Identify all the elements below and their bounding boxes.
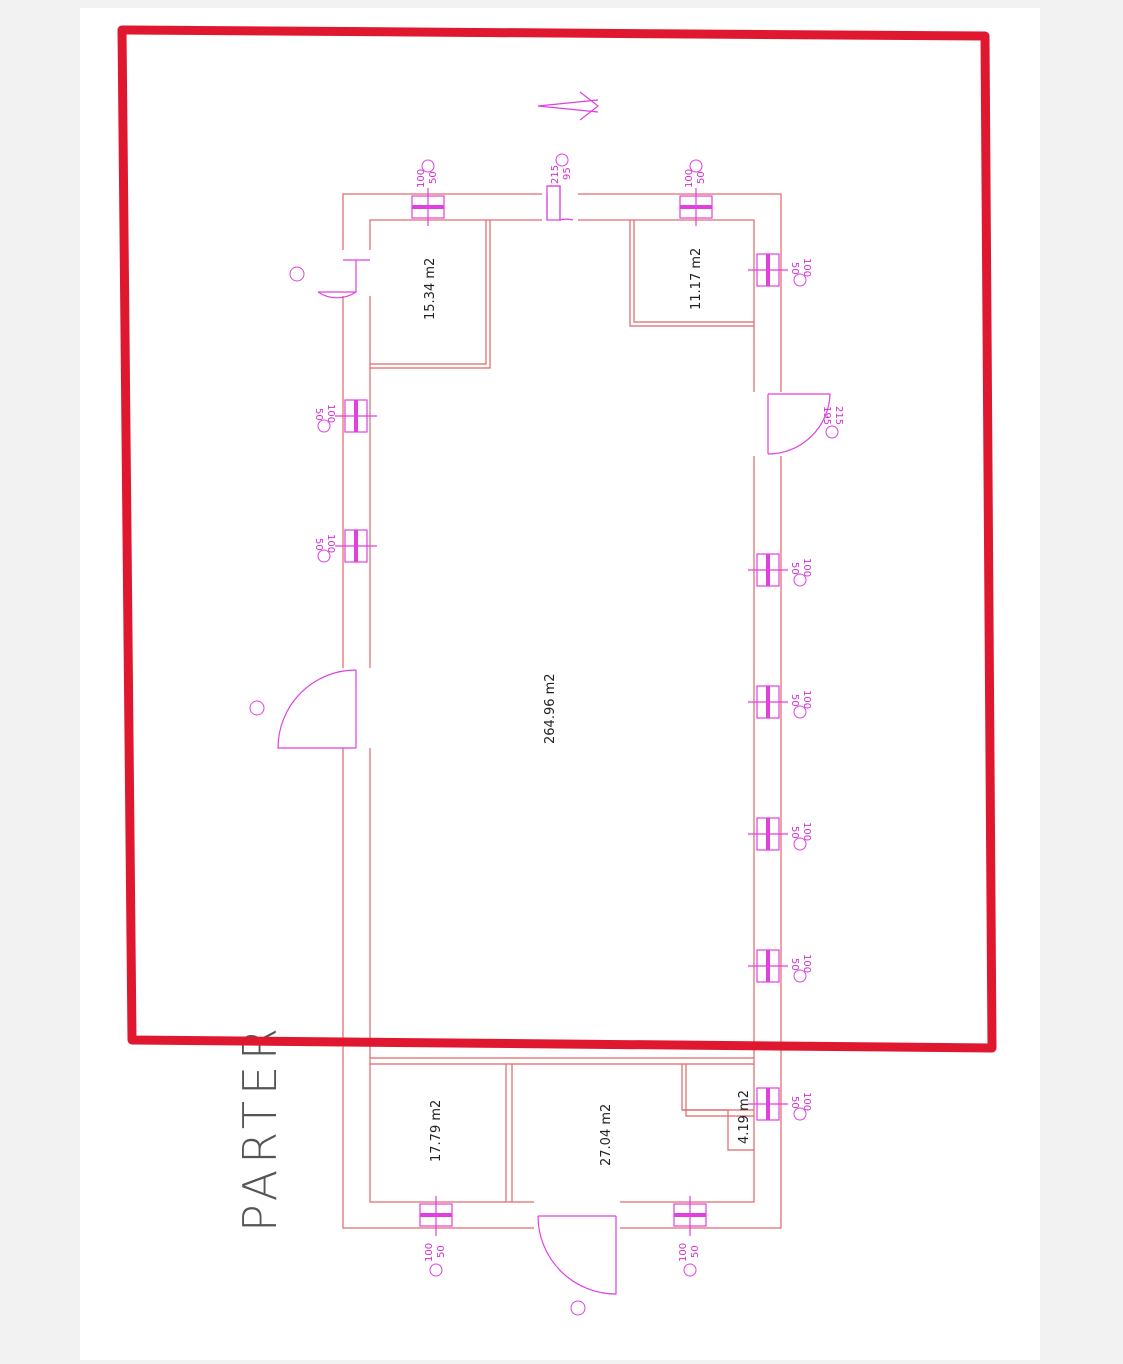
window-dim-h: 50 [696,171,707,184]
room-area-nw: 15.34 m2 [423,258,438,320]
room-area-main: 264.96 m2 [543,673,558,744]
room-area-se: 4.19 m2 [737,1090,752,1144]
window-dim-h: 50 [789,1096,800,1109]
door-dim-w: 215 [833,406,844,425]
window-right-6 [748,1087,788,1121]
window-right-5 [748,949,788,983]
door-top [546,185,574,221]
window-dim-h: 50 [789,262,800,275]
room-area-ne: 11.17 m2 [689,248,704,310]
interior-walls [370,220,754,1202]
window-dim-w: 100 [801,822,812,841]
window-dim-h: 50 [313,408,324,421]
room-area-sw: 17.79 m2 [429,1100,444,1162]
drawing-sheet: 100 50 100 50 215 95 100 50 100 50 100 5… [80,8,1040,1360]
window-dim-w: 100 [801,258,812,277]
door-east [767,393,831,455]
window-bottom-2 [673,1196,707,1236]
window-dim-w: 100 [801,954,812,973]
window-dim-h: 50 [789,958,800,971]
window-right-1 [748,253,788,287]
window-dim-w: 100 [416,169,427,188]
window-dim-h: 50 [789,562,800,575]
window-dim-h: 50 [313,538,324,551]
window-dim-h: 50 [690,1245,701,1258]
window-dim-w: 100 [678,1243,689,1262]
window-tags: 100 50 100 50 215 95 100 50 100 50 100 5… [249,153,844,1316]
window-dim-h: 50 [428,171,439,184]
room-area-sc: 27.04 m2 [599,1104,614,1166]
doors [277,185,831,1295]
door-west [277,669,357,749]
room-labels: 15.34 m2 11.17 m2 264.96 m2 17.79 m2 27.… [423,248,752,1166]
window-dim-w: 100 [325,404,336,423]
window-right-4 [748,817,788,851]
window-dim-h: 50 [789,826,800,839]
window-dim-w: 100 [801,1092,812,1111]
door-dim-h: 95 [562,167,573,180]
wall-openings [341,192,784,1230]
window-dim-w: 100 [424,1243,435,1262]
highlight-frame [117,25,997,1053]
window-right-2 [748,553,788,587]
door-dim-w: 215 [550,165,561,184]
outer-walls [342,193,782,1229]
window-dim-w: 100 [684,169,695,188]
plan-title: PARTER [233,1022,287,1232]
window-bottom-1 [419,1196,453,1236]
floor-plan: 100 50 100 50 215 95 100 50 100 50 100 5… [117,25,997,1316]
window-dim-w: 100 [325,534,336,553]
window-right-3 [748,685,788,719]
window-top-1 [411,188,445,226]
window-left-1 [335,399,377,433]
window-dim-w: 100 [801,558,812,577]
window-dim-h: 50 [789,694,800,707]
door-dim-h: 195 [821,406,832,425]
window-dim-h: 50 [436,1245,447,1258]
window-dim-w: 100 [801,690,812,709]
door-south [537,1215,617,1295]
door-nw [317,259,370,299]
north-arrow-icon [537,91,599,121]
window-left-2 [335,529,377,563]
windows [335,188,788,1236]
window-top-2 [679,188,713,226]
